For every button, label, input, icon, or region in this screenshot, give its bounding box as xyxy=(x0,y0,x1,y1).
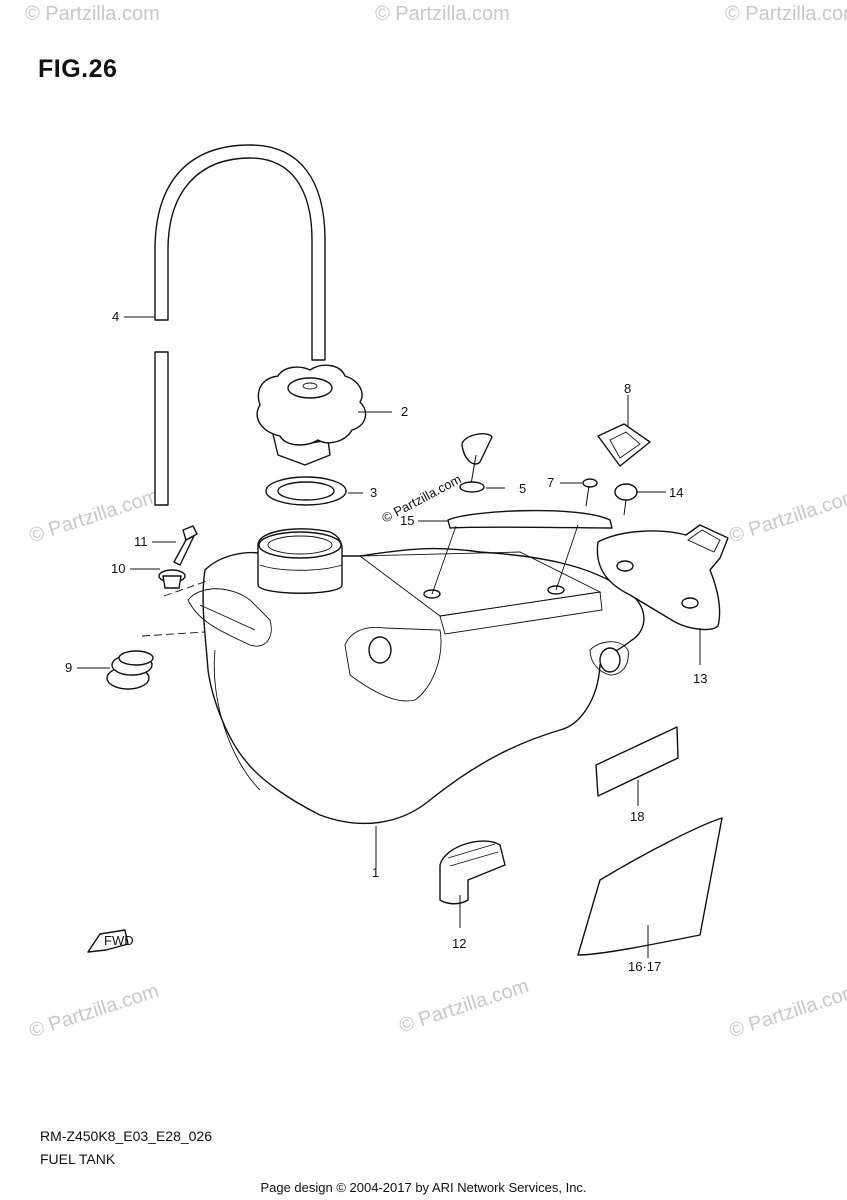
callout-5: 5 xyxy=(519,481,526,496)
callout-2: 2 xyxy=(401,404,408,419)
fwd-direction-marker: FWD xyxy=(87,929,134,953)
part-3-gasket xyxy=(265,476,363,506)
callout-10: 10 xyxy=(111,561,125,576)
watermark: © Partzilla.com xyxy=(375,3,510,25)
part-1-fuel-tank xyxy=(187,528,645,868)
callout-labels: 1 2 3 4 5 7 8 9 10 11 12 13 14 15 16·17 … xyxy=(65,309,707,974)
part-11-bolt xyxy=(152,525,198,566)
watermark: © Partzilla.com xyxy=(727,980,847,1043)
watermark: © Partzilla.com xyxy=(727,485,847,548)
watermark: © Partzilla.com xyxy=(725,3,847,25)
callout-14: 14 xyxy=(669,485,683,500)
watermark: © Partzilla.com xyxy=(397,975,532,1038)
callout-3: 3 xyxy=(370,485,377,500)
part-8-clip xyxy=(597,395,651,467)
model-code: RM-Z450K8_E03_E28_026 xyxy=(40,1128,213,1144)
part-10-collar xyxy=(130,568,211,597)
callout-1: 1 xyxy=(372,865,379,880)
part-5-screw xyxy=(459,433,505,493)
part-9-grommet xyxy=(77,631,206,690)
watermark-layer: © Partzilla.com © Partzilla.com © Partzi… xyxy=(25,3,847,1042)
figure-name: FUEL TANK xyxy=(40,1151,116,1167)
watermark: © Partzilla.com xyxy=(25,3,160,25)
part-14-bolt xyxy=(614,483,666,516)
part-7-screw xyxy=(560,478,598,507)
callout-16-17: 16·17 xyxy=(628,959,661,974)
callout-13: 13 xyxy=(693,671,707,686)
callout-11: 11 xyxy=(134,534,148,549)
part-16-17-decal xyxy=(577,817,723,958)
callout-4: 4 xyxy=(112,309,119,324)
callout-15: 15 xyxy=(400,513,414,528)
callout-9: 9 xyxy=(65,660,72,675)
callout-18: 18 xyxy=(630,809,644,824)
part-2-fuel-cap xyxy=(256,364,392,466)
partzilla-stamp-watermark: © Partzilla.com xyxy=(379,471,463,525)
callout-8: 8 xyxy=(624,381,631,396)
part-13-bracket xyxy=(596,524,729,665)
part-18-decal xyxy=(595,726,679,806)
part-4-breather-hose xyxy=(124,144,326,506)
part-12-pad xyxy=(439,840,506,928)
callout-12: 12 xyxy=(452,936,466,951)
figure-title: FIG.26 xyxy=(38,55,118,83)
watermark: © Partzilla.com xyxy=(27,980,162,1043)
part-15-seal-strip xyxy=(418,509,613,595)
svg-text:FWD: FWD xyxy=(104,933,134,948)
callout-7: 7 xyxy=(547,475,554,490)
page-footer: Page design © 2004-2017 by ARI Network S… xyxy=(260,1180,587,1195)
